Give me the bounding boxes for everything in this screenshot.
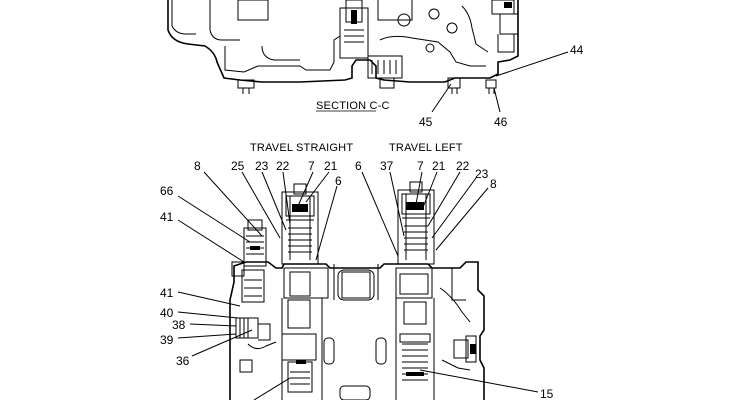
svg-text:6: 6 — [355, 159, 362, 173]
callout-right-37: 37 — [380, 159, 405, 237]
svg-text:23: 23 — [475, 167, 489, 181]
svg-text:21: 21 — [432, 159, 446, 173]
svg-text:6: 6 — [335, 174, 342, 188]
callout-40: 40 — [160, 306, 239, 320]
svg-text:38: 38 — [172, 318, 186, 332]
callout-44: 44 — [495, 43, 584, 77]
svg-text:41: 41 — [160, 286, 174, 300]
svg-text:23: 23 — [255, 159, 269, 173]
callout-41-lower: 41 — [160, 286, 241, 307]
callout-right-22: 22 — [427, 159, 470, 227]
callout-41-upper: 41 — [160, 210, 245, 263]
svg-text:7: 7 — [308, 159, 315, 173]
bottom-valve-body — [229, 181, 485, 400]
svg-text:8: 8 — [194, 159, 201, 173]
callout-66: 66 — [160, 184, 251, 243]
svg-text:37: 37 — [380, 159, 394, 173]
svg-text:7: 7 — [417, 159, 424, 173]
callout-right-7: 7 — [415, 159, 424, 205]
callout-39: 39 — [160, 333, 237, 347]
svg-text:22: 22 — [276, 159, 290, 173]
svg-text:41: 41 — [160, 210, 174, 224]
callout-right-8: 8 — [435, 177, 497, 251]
callout-45: 45 — [419, 83, 452, 129]
svg-text:36: 36 — [176, 354, 190, 368]
callout-15: 15 — [419, 369, 554, 400]
svg-text:40: 40 — [160, 306, 174, 320]
svg-text:8: 8 — [490, 177, 497, 191]
callout-36: 36 — [176, 329, 253, 368]
svg-text:46: 46 — [494, 115, 508, 129]
callout-left-6: 6 — [315, 174, 342, 261]
section-c-c-drawing — [167, 0, 519, 94]
travel-left-heading: TRAVEL LEFT — [389, 142, 463, 154]
callout-left-21: 21 — [305, 159, 338, 203]
callout-left-8: 8 — [194, 159, 263, 237]
svg-text:45: 45 — [419, 115, 433, 129]
callout-left-7: 7 — [297, 159, 315, 207]
section-caption: SECTION C-C — [316, 100, 390, 112]
callout-right-23: 23 — [431, 167, 489, 239]
callout-right-21: 21 — [421, 159, 446, 211]
callout-left-22: 22 — [276, 159, 291, 225]
svg-text:21: 21 — [324, 159, 338, 173]
callout-left-23: 23 — [255, 159, 287, 231]
svg-text:66: 66 — [160, 184, 174, 198]
callout-38: 38 — [172, 318, 237, 332]
svg-text:39: 39 — [160, 333, 174, 347]
callout-left-25: 25 — [231, 159, 281, 239]
svg-text:44: 44 — [570, 43, 584, 57]
travel-straight-heading: TRAVEL STRAIGHT — [250, 142, 353, 154]
svg-text:25: 25 — [231, 159, 245, 173]
callout-46: 46 — [493, 87, 508, 129]
leader-line-offscreen — [253, 377, 291, 400]
svg-text:22: 22 — [456, 159, 470, 173]
svg-text:15: 15 — [540, 387, 554, 400]
callout-right-6: 6 — [355, 159, 399, 257]
